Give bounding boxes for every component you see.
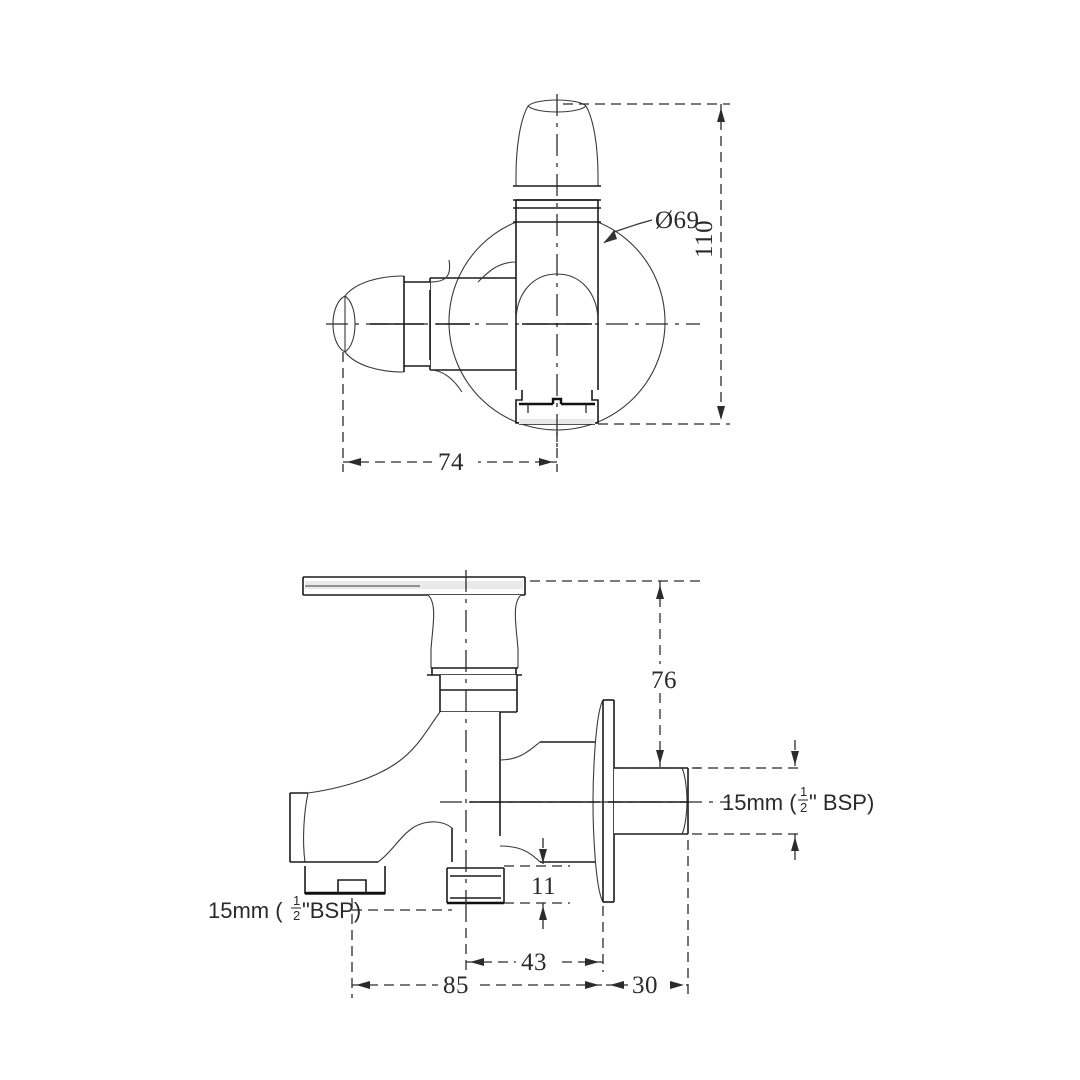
note-bsp-left-prefix: 15mm ( [208,898,283,923]
note-bsp-right-fraction-numerator: 1 [800,784,807,799]
note-bsp-right: 15mm ( 1 2 " BSP) [692,740,874,862]
side-view-body [289,711,603,895]
note-bsp-left: 15mm ( 1 2 "BSP) [208,893,452,923]
note-bsp-right-prefix: 15mm ( [722,790,797,815]
side-view-inlet-nipple [614,767,689,835]
dim-85: 85 [351,898,603,999]
dim-76-label: 76 [651,667,677,694]
dim-43: 43 [465,906,604,976]
fillet-lower [429,369,463,393]
dim-74: 74 [342,352,558,476]
dim-110-label: 110 [691,220,718,258]
side-view-group: 76 11 43 [208,570,874,999]
side-view-wall-flange [592,699,615,903]
note-bsp-left-suffix: "BSP) [302,898,361,923]
top-view-body [513,99,601,425]
note-bsp-right-suffix: " BSP) [809,790,874,815]
side-view-bonnet [427,594,522,676]
dim-110: 110 [563,103,730,425]
note-bsp-left-fraction-denominator: 2 [293,908,300,923]
note-bsp-right-fraction-denominator: 2 [800,800,807,815]
note-bsp-left-fraction-numerator: 1 [293,893,300,908]
dim-85-label: 85 [443,972,469,999]
dim-11-label: 11 [531,873,556,900]
side-view-collar [439,675,518,713]
side-view-lever-handle [302,576,526,596]
dim-dia69: Ø69 [603,207,700,244]
fillet-upper2 [429,259,451,283]
side-view-outlet-coupling [446,867,505,905]
dim-74-label: 74 [438,449,464,476]
dim-30: 30 [606,840,689,999]
fillet-upper [477,261,517,283]
dim-11: 11 [504,838,570,930]
dim-76: 76 [530,580,700,769]
dim-30-label: 30 [632,972,658,999]
top-view-group: Ø69 110 74 [326,94,730,476]
dim-43-label: 43 [521,949,547,976]
dim-dia69-label: Ø69 [655,207,700,234]
